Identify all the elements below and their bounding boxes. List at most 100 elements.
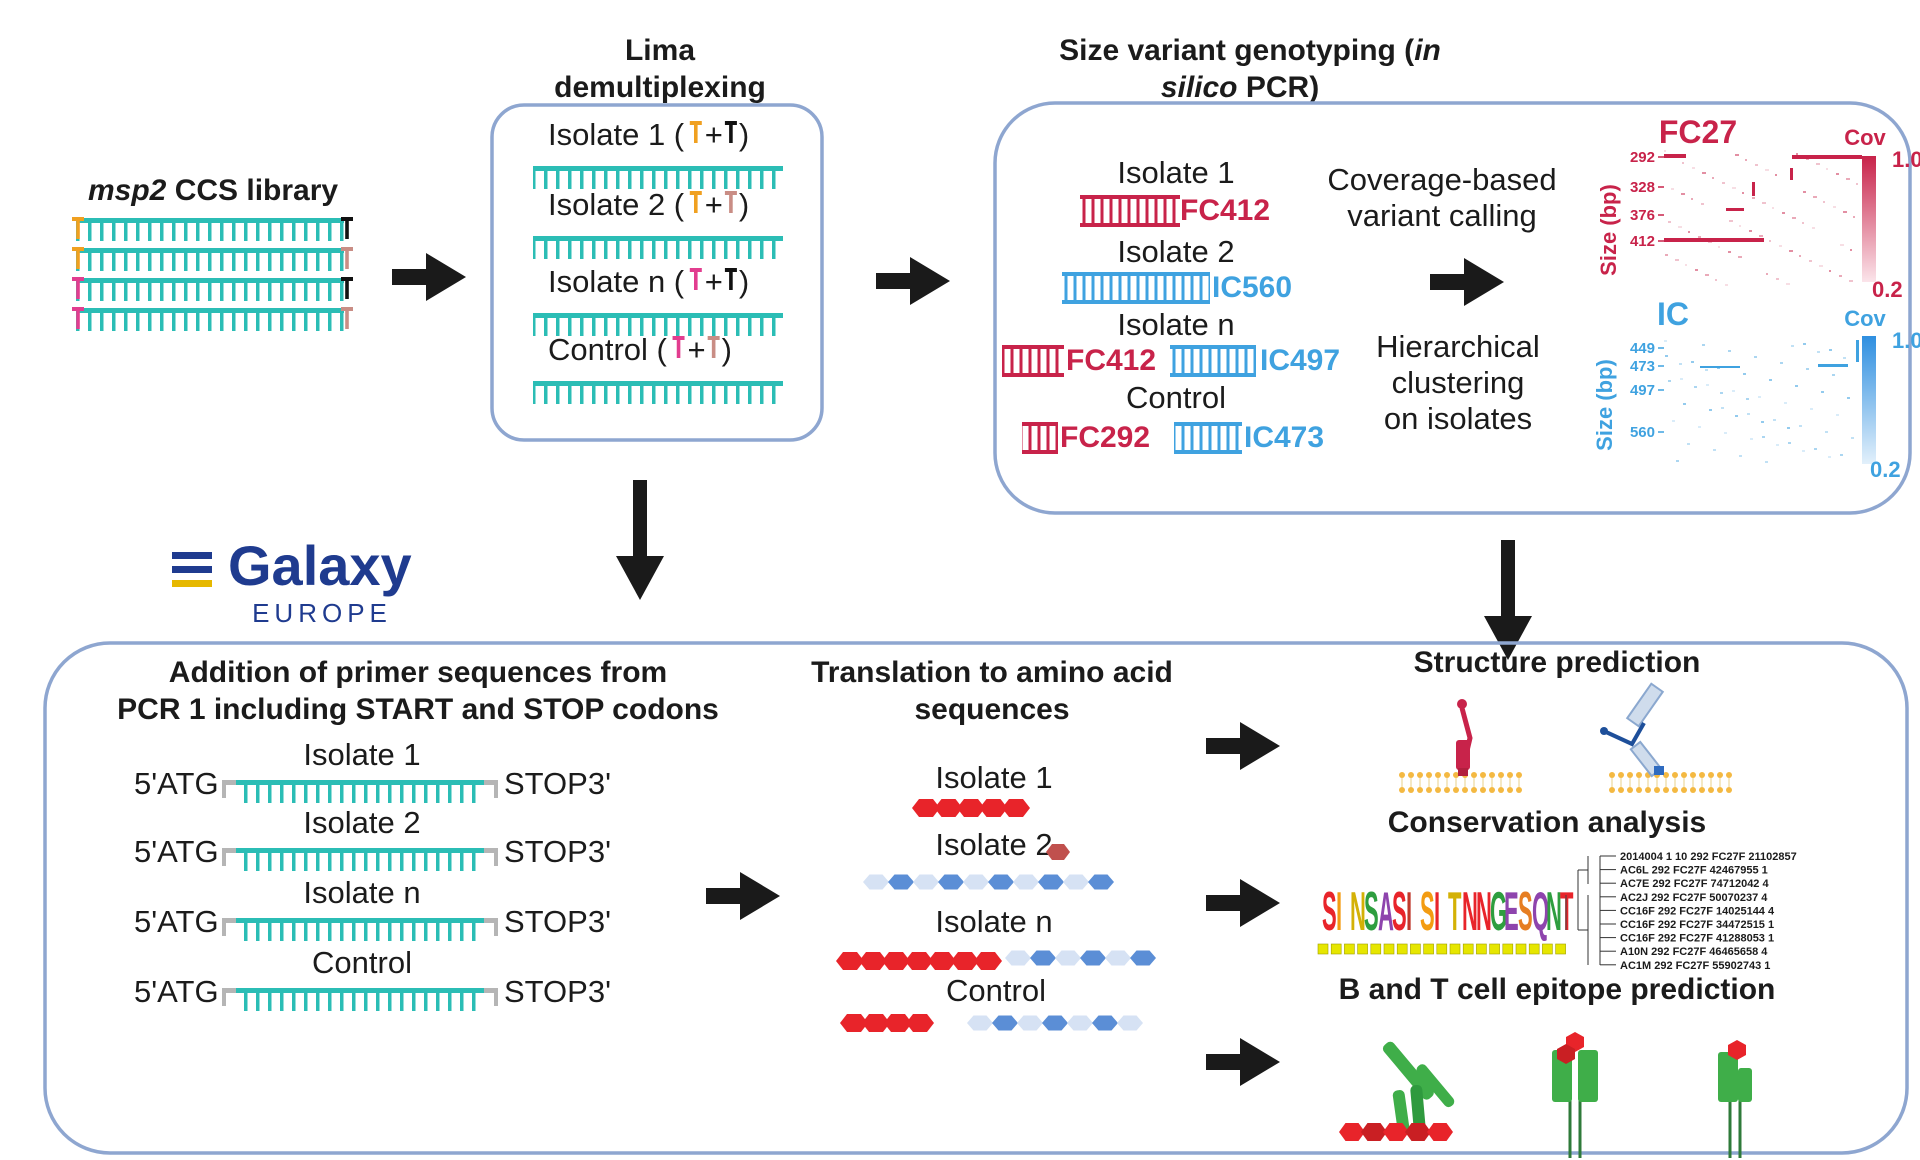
lima-row-label: Isolate n (: [548, 264, 685, 299]
ic-cell: [1709, 409, 1712, 411]
ic-cell: [1758, 396, 1761, 398]
epitope-section: B and T cell epitope prediction: [1339, 973, 1775, 1158]
fc27-cell: [1749, 230, 1752, 232]
amino-acid-chain: [1005, 950, 1156, 966]
primer-start-label: 5'ATG: [134, 974, 219, 1009]
ic-cell: [1728, 350, 1731, 352]
ic-cell: [1765, 461, 1768, 463]
ic-cell: [1691, 361, 1694, 363]
arrow-primers-to-translation: [706, 872, 780, 920]
ic-cell: [1705, 369, 1708, 371]
ic-cell: [1773, 419, 1776, 421]
galaxy-logo-bar3: [172, 580, 212, 587]
ic-cell: [1721, 407, 1724, 409]
fc-variant-label: FC292: [1060, 421, 1150, 454]
logo-conservation-bar: [1555, 943, 1566, 955]
ccs-read: [72, 277, 353, 301]
ic-variant-label: IC560: [1212, 271, 1292, 304]
amino-acid-hex: [1017, 1015, 1043, 1031]
fc27-cell: [1762, 202, 1766, 204]
translation-title-line2: sequences: [914, 693, 1069, 726]
fc27-cell: [1671, 188, 1674, 190]
amino-acid-hex: [905, 952, 933, 970]
lima-row: Isolate 1 (+): [533, 117, 783, 189]
lima-plus: +: [705, 117, 723, 152]
amino-acid-chain: [836, 952, 1002, 970]
amino-acid-hex: [912, 799, 940, 817]
ccs-read: [72, 247, 353, 271]
ic-cell: [1780, 362, 1783, 364]
fc27-cell: [1735, 154, 1739, 156]
amino-acid-hex: [967, 1015, 993, 1031]
amino-acid-hex: [1002, 799, 1030, 817]
fc27-scale-max: 1.0: [1892, 147, 1920, 172]
lima-strand: [533, 313, 783, 336]
t-cell-receptor-icon-2: [1718, 1040, 1752, 1158]
fc27-cell: [1752, 197, 1755, 199]
genotyping-title-2b: PCR): [1238, 71, 1320, 104]
logo-conservation-bar: [1502, 943, 1514, 955]
ic-cell: [1836, 414, 1839, 416]
fc27-cell: [1705, 274, 1709, 276]
fc27-cell: [1826, 168, 1828, 170]
fc27-cell: [1702, 172, 1706, 174]
ic-cell: [1851, 437, 1854, 439]
amino-acid-hex: [859, 952, 887, 970]
fc27-cell: [1732, 187, 1736, 189]
amino-acid-hex: [913, 874, 939, 890]
conservation-title: Conservation analysis: [1388, 806, 1706, 839]
ic-cell: [1814, 448, 1817, 450]
fc-amplicon-icon: [1080, 195, 1180, 227]
genotyping-title-line2: silico PCR): [1161, 71, 1319, 104]
logo-conservation-bar: [1344, 943, 1355, 955]
amino-acid-hex: [1117, 1015, 1143, 1031]
ic-cell: [1713, 449, 1716, 451]
ic-cell: [1787, 427, 1790, 429]
fc27-cell: [1803, 191, 1806, 193]
lima-barcode-2: [724, 268, 737, 290]
fc27-tick-label: 376: [1630, 207, 1655, 224]
fc27-cell: [1850, 249, 1852, 251]
translation-title-line1: Translation to amino acid: [811, 656, 1173, 689]
fc27-cell: [1853, 216, 1855, 218]
tree-leaf-label: AC7E 292 FC27F 74712042 4: [1620, 878, 1769, 890]
primer-stop-label: STOP3': [504, 974, 611, 1009]
primer-row-label: Isolate 2: [303, 805, 420, 840]
lima-row: Isolate n (+): [533, 264, 783, 336]
ic-cell: [1791, 345, 1794, 347]
ic-cell: [1847, 397, 1850, 399]
logo-conservation-bar: [1383, 943, 1395, 955]
genotyping-title-line1: Size variant genotyping (in: [1059, 34, 1441, 67]
amino-acid-hex: [884, 1014, 912, 1032]
logo-conservation-bar: [1317, 943, 1329, 955]
lima-barcode-2: [724, 121, 737, 143]
logo-letter: E: [1504, 880, 1519, 942]
fc27-ylabel: Size (bp): [1596, 184, 1621, 276]
fc27-cell: [1829, 270, 1831, 272]
amino-acid-hex: [1046, 844, 1070, 860]
barcode-right: [341, 247, 353, 269]
amino-acid-hex: [882, 952, 910, 970]
fc27-cell: [1849, 280, 1853, 282]
fc27-cell: [1692, 167, 1695, 169]
amino-acid-chain: [840, 1014, 934, 1032]
ccs-library-title: msp2 CCS library: [88, 174, 338, 207]
fc27-colorbar: [1862, 156, 1876, 282]
ccs-reads: [72, 217, 353, 331]
fc27-cell: [1809, 260, 1812, 262]
ic-cell: [1829, 349, 1832, 351]
genotyping-isolate-name: Isolate 2: [1117, 234, 1234, 269]
fc27-cell: [1691, 198, 1693, 200]
ic-tick-label: 449: [1630, 340, 1655, 357]
logo-letter: I: [1336, 880, 1342, 942]
galaxy-logo-bar1: [172, 552, 212, 559]
lima-barcode-1: [672, 336, 685, 358]
ic-cell: [1769, 379, 1772, 381]
structure-section: Structure prediction: [1399, 646, 1732, 793]
arrow-ccs-to-lima: [392, 253, 466, 301]
ic-cell: [1843, 357, 1846, 359]
ic-cell: [1665, 355, 1668, 357]
amino-acid-hex: [836, 952, 864, 970]
